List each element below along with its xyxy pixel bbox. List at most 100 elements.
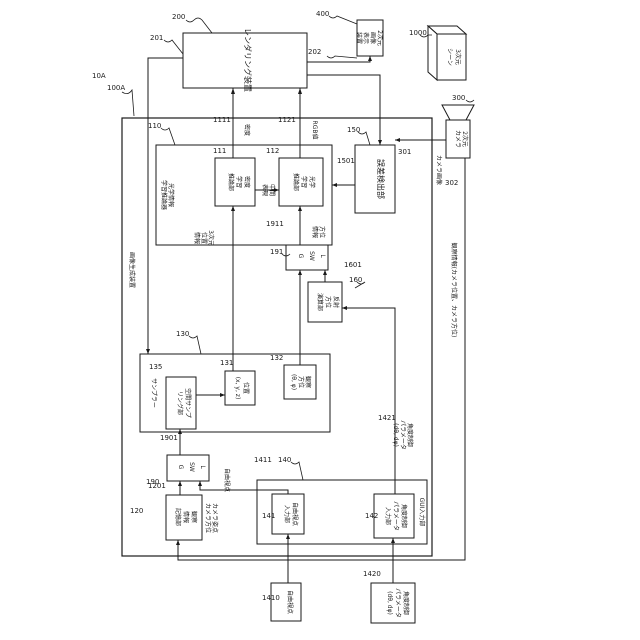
svg-text:情報: 情報 (311, 226, 319, 238)
error-detection-box (355, 145, 395, 213)
sampler-label: サンプラー (150, 378, 157, 408)
ref-110: 110 (148, 122, 161, 130)
free-viewpoint-source-label: 自由視点 (286, 590, 294, 614)
svg-text:2次元: 2次元 (376, 30, 384, 46)
svg-text:カメラ方位: カメラ方位 (204, 503, 212, 533)
ref-1901: 1901 (160, 434, 178, 442)
svg-text:位置: 位置 (242, 382, 250, 394)
ref-191: 191 (270, 248, 283, 256)
ref-135: 135 (149, 363, 162, 371)
svg-text:記憶部: 記憶部 (174, 508, 182, 526)
ref-140: 140 (278, 456, 291, 464)
observation-info-label: 観察情報(カメラ位置、カメラ方位) (450, 243, 458, 338)
svg-text:光学: 光学 (308, 176, 316, 188)
svg-text:パラメータ: パラメータ (399, 420, 407, 450)
svg-text:自由視点: 自由視点 (291, 502, 299, 526)
camera-pos-dir-label: カメラ姿点 カメラ方位 (204, 503, 219, 533)
svg-text:SW: SW (308, 251, 315, 261)
image-generation-device-label: 画像生成装置 (128, 252, 136, 288)
svg-text:反射: 反射 (332, 296, 340, 308)
ref-1420: 1420 (363, 570, 381, 578)
ref-1911: 1911 (266, 220, 284, 228)
svg-text:2次元: 2次元 (461, 131, 469, 147)
view-direction-label: 観察 方位 (θ, φ) (290, 374, 312, 390)
svg-text:G: G (297, 254, 304, 259)
ref-202: 202 (308, 48, 321, 56)
svg-text:情報: 情報 (182, 511, 190, 523)
ref-120: 120 (130, 507, 143, 515)
direction-info-label: 方位 情報 (311, 226, 326, 238)
svg-text:3次元: 3次元 (207, 230, 215, 246)
ref-141: 141 (262, 512, 275, 520)
svg-text:G: G (177, 465, 184, 470)
ref-10A: 10A (92, 72, 106, 80)
svg-text:カメラ姿点: カメラ姿点 (211, 503, 219, 533)
svg-text:パラメータ: パラメータ (392, 501, 400, 531)
svg-text:パラメータ: パラメータ (394, 588, 402, 618)
ref-200: 200 (172, 13, 185, 21)
angle-param-source-label: 角度制御 パラメータ (dθ, dφ) (386, 588, 410, 618)
svg-text:リング部: リング部 (176, 391, 184, 415)
camera-label: 2次元 カメラ (454, 130, 469, 148)
ref-160: 160 (349, 276, 362, 284)
svg-text:(dθ, dφ): (dθ, dφ) (386, 591, 393, 615)
ref-400: 400 (316, 10, 329, 18)
svg-text:(θ, φ): (θ, φ) (290, 374, 297, 390)
position-info-label: 3次元 位置 情報 (193, 230, 215, 246)
svg-text:推論部: 推論部 (292, 173, 300, 191)
ref-201: 201 (150, 34, 163, 42)
svg-text:観察: 観察 (304, 376, 312, 388)
gui-input-label: GUI入力部 (418, 498, 426, 527)
svg-text:演算部: 演算部 (316, 293, 324, 311)
svg-text:学習: 学習 (300, 176, 308, 188)
ref-1000: 1000 (409, 29, 427, 37)
ref-1111: 1111 (213, 116, 231, 124)
ref-302: 302 (445, 179, 458, 187)
ref-301: 301 (398, 148, 411, 156)
svg-text:3次元: 3次元 (454, 49, 462, 65)
rendering-device-label: レンダリング装置 (243, 28, 253, 92)
ref-1601: 1601 (344, 261, 362, 269)
ref-130: 130 (176, 330, 189, 338)
svg-text:光学情報: 光学情報 (167, 183, 175, 207)
svg-text:画像: 画像 (369, 32, 377, 44)
ref-1501: 1501 (337, 157, 355, 165)
ref-1411: 1411 (254, 456, 272, 464)
svg-text:方位: 方位 (324, 296, 332, 308)
camera-image-label: カメラ画像 (435, 155, 443, 185)
ref-100A: 100A (107, 84, 125, 92)
ref-142: 142 (365, 512, 378, 520)
ref-112: 112 (266, 147, 279, 155)
display-device-label: 2次元 画像 表示 装置 (355, 30, 384, 46)
free-viewpoint-label: 自由視点 (223, 468, 231, 492)
ref-1410: 1410 (262, 594, 280, 602)
svg-text:装置: 装置 (355, 32, 363, 44)
svg-text:角度制御: 角度制御 (402, 591, 410, 615)
ref-1121: 1121 (278, 116, 296, 124)
svg-text:シーン: シーン (446, 48, 453, 66)
free-viewpoint-source-box (271, 583, 301, 621)
svg-text:方位: 方位 (318, 226, 326, 238)
svg-text:カメラ: カメラ (454, 130, 461, 148)
ref-190: 190 (146, 478, 159, 486)
svg-text:密度: 密度 (243, 176, 251, 188)
ref-1421: 1421 (378, 414, 396, 422)
ref-131: 131 (220, 359, 233, 367)
density-output-label: 密度 (243, 124, 251, 136)
ref-300: 300 (452, 94, 465, 102)
svg-text:角度制御: 角度制御 (406, 423, 414, 447)
svg-text:角度制御: 角度制御 (400, 504, 408, 528)
svg-text:入力部: 入力部 (283, 505, 291, 523)
svg-text:学習推論器: 学習推論器 (160, 180, 168, 210)
svg-text:学習: 学習 (235, 176, 243, 188)
svg-text:入力部: 入力部 (384, 507, 392, 525)
svg-text:SW: SW (188, 462, 195, 472)
svg-text:推論部: 推論部 (227, 173, 235, 191)
svg-text:位置: 位置 (200, 232, 208, 244)
ref-132: 132 (270, 354, 283, 362)
error-detection-label: 誤差検出部 (376, 159, 386, 199)
svg-text:空間サンプ: 空間サンプ (184, 388, 192, 418)
svg-text:方位: 方位 (297, 376, 305, 388)
